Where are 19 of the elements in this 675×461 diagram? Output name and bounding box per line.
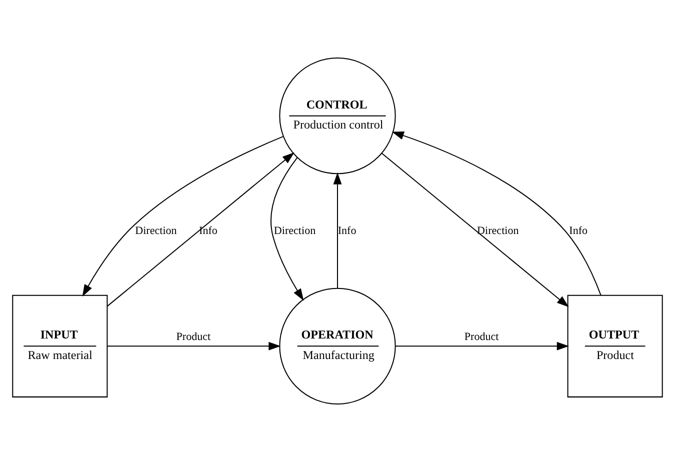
edge-label: Direction: [274, 224, 316, 236]
arrow: [395, 341, 569, 350]
edge-label: Info: [569, 224, 588, 236]
edge-label: Product: [464, 330, 499, 342]
edge-label: Product: [176, 330, 211, 342]
edge-label: Direction: [477, 224, 519, 236]
node-circle: CONTROL Production control: [279, 57, 396, 174]
arrow: [82, 136, 284, 296]
node-box: OUTPUT Product: [567, 294, 663, 397]
arrow: [107, 152, 294, 306]
edge-label: Direction: [135, 224, 177, 236]
arrow: [392, 131, 602, 295]
arrow: [107, 341, 281, 350]
arrow: [333, 172, 342, 288]
edge-label: Info: [199, 224, 218, 236]
node-box: INPUT Raw material: [12, 294, 108, 397]
arrow: [270, 156, 304, 300]
edge-label: Info: [338, 224, 356, 236]
arrow: [381, 152, 569, 307]
